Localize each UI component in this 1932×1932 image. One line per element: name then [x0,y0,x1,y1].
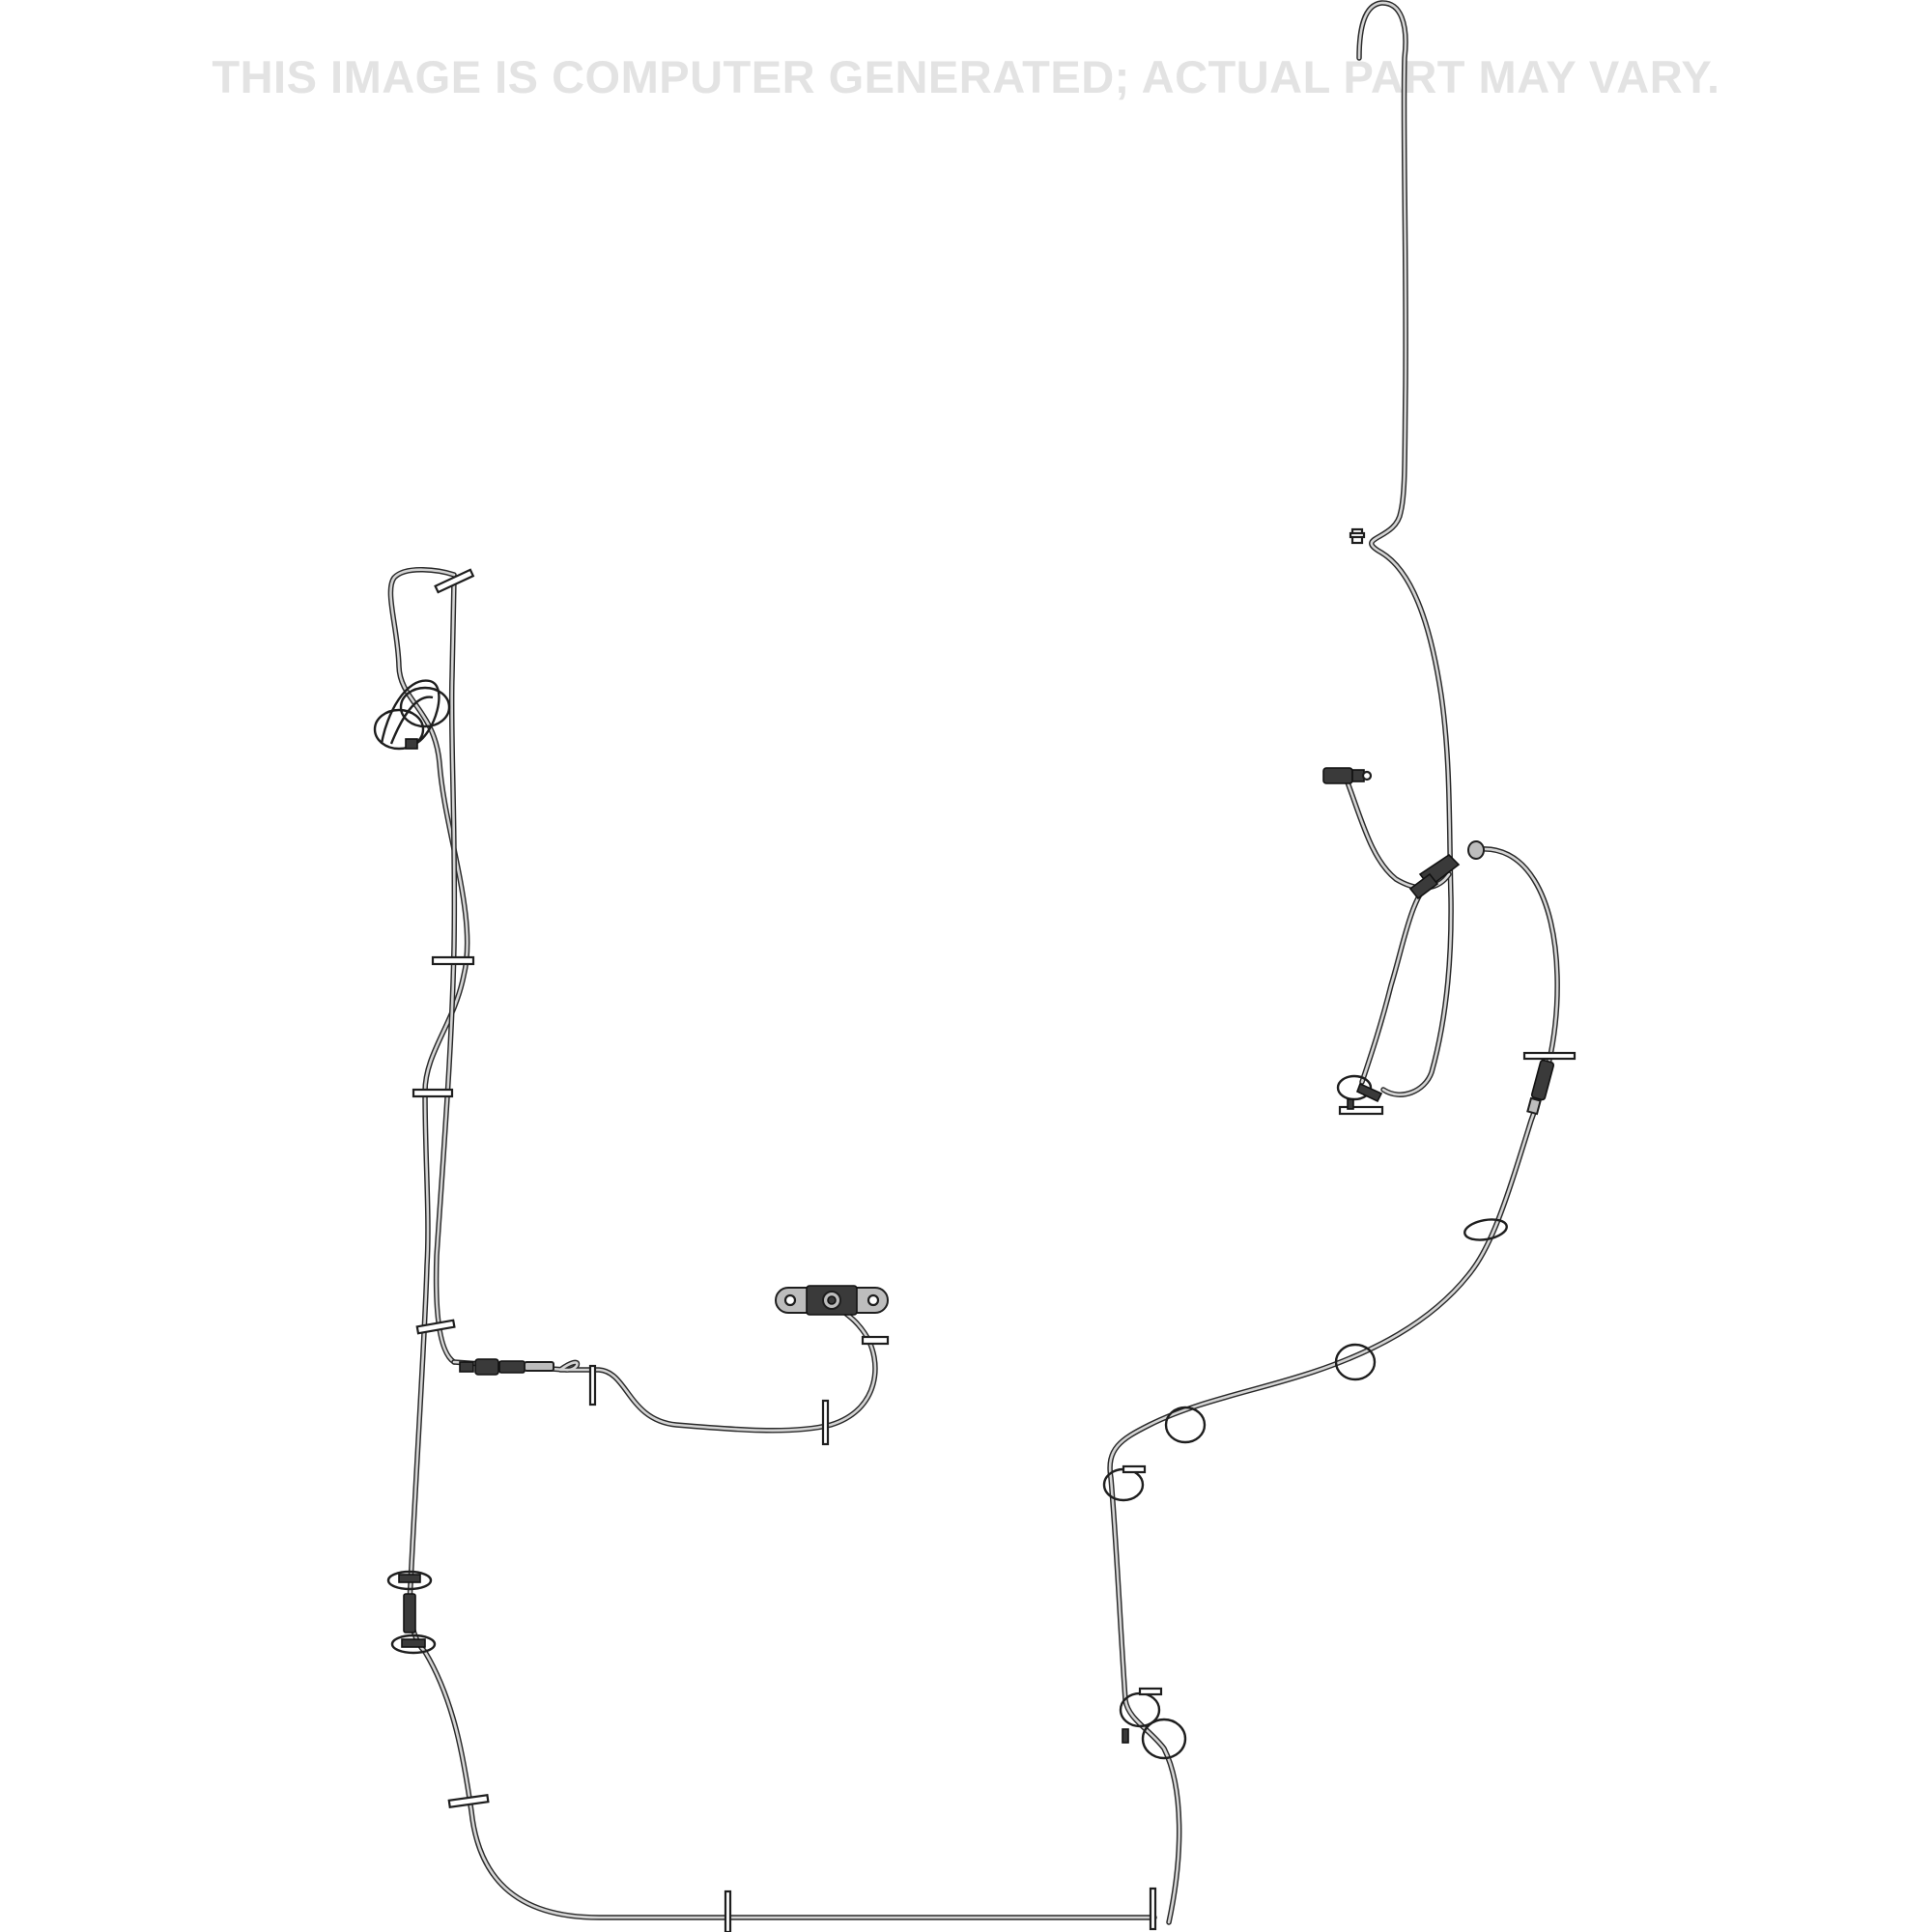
right-loop-clip-1 [1463,1218,1508,1241]
left-harness [373,567,1157,1932]
branch-clip-3 [861,1335,890,1346]
right-lower-connector-cluster [1336,1074,1384,1116]
left-harness-main-line [387,567,1157,1920]
right-inline-connector [1522,1051,1577,1116]
bottom-post-1 [724,1889,732,1932]
mounting-bracket [775,1285,889,1316]
right-y-junction [1408,840,1485,900]
right-loop-clip-2 [1334,1343,1377,1381]
right-loop-clip-5 [1119,1687,1187,1760]
right-loop-clip-4 [1102,1464,1147,1502]
disclaimer-watermark: THIS IMAGE IS COMPUTER GENERATED; ACTUAL… [212,51,1720,102]
right-main-arc [1107,846,1560,1925]
branch-post-2 [821,1399,830,1446]
top-left-clip [434,568,475,594]
left-clip-3 [415,1319,456,1335]
top-left-clip-cluster [373,679,451,751]
bottom-clip-1 [447,1794,490,1808]
bottom-post-2 [1149,1887,1157,1931]
lower-left-connector-stack [386,1570,437,1655]
right-harness [1102,0,1577,1925]
branch-post-1 [588,1364,597,1406]
left-clip-1 [431,955,475,966]
right-loop-clip-3 [1164,1406,1207,1444]
left-clip-2 [412,1088,454,1098]
left-inline-connector [459,1358,554,1376]
right-side-connector [1322,767,1373,784]
top-right-small-connector [1349,527,1366,545]
